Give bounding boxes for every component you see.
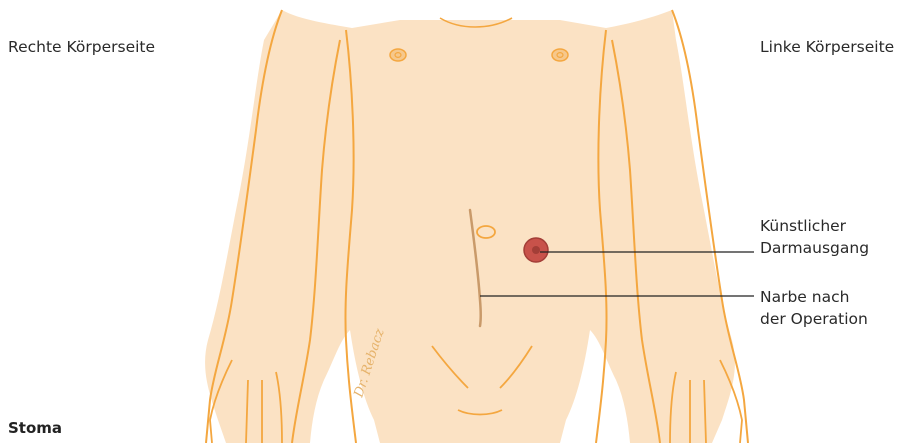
figure-caption: Stoma — [8, 419, 62, 437]
right-body-side-label: Rechte Körperseite — [8, 36, 155, 58]
scar-label-line1: Narbe nach — [760, 286, 868, 308]
stoma-label: Künstlicher Darmausgang — [760, 215, 869, 259]
left-nipple — [552, 49, 568, 61]
right-nipple — [390, 49, 406, 61]
torso — [205, 10, 735, 443]
stoma-opening — [532, 246, 540, 254]
scar-label: Narbe nach der Operation — [760, 286, 868, 330]
scar-label-line2: der Operation — [760, 308, 868, 330]
left-body-side-label: Linke Körperseite — [760, 36, 894, 58]
stoma-label-line1: Künstlicher — [760, 215, 869, 237]
stoma-label-line2: Darmausgang — [760, 237, 869, 259]
